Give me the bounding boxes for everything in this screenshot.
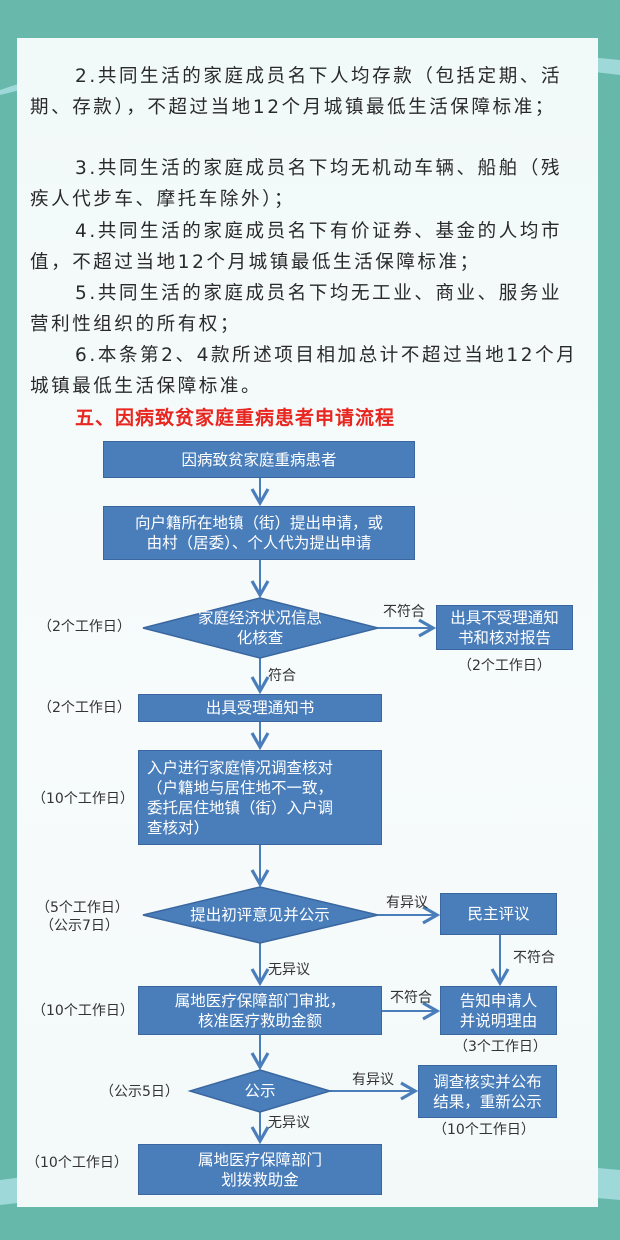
section-heading: 五、因病致贫家庭重病患者申请流程 (75, 407, 396, 429)
branch-label: 不符合 (513, 950, 555, 966)
step-survey: 入户进行家庭情况调查核对 （户籍地与居住地不一致， 委托居住地镇（街）入户调 查… (138, 750, 382, 845)
time-label: （10个工作日） (32, 1003, 134, 1019)
branch-label: 无异议 (268, 1115, 310, 1131)
branch-label: 有异议 (352, 1072, 394, 1088)
paragraph-3: 3.共同生活的家庭成员名下均无机动车辆、船舶（残疾人代步车、摩托车除外）； (30, 158, 563, 210)
time-label: （5个工作日） (36, 900, 129, 916)
paragraph-4: 4.共同生活的家庭成员名下有价证券、基金的人均市值，不超过当地12个月城镇最低生… (30, 221, 563, 273)
time-label: （3个工作日） (454, 1039, 547, 1055)
branch-label: 无异议 (268, 962, 310, 978)
step-democratic: 民主评议 (440, 893, 557, 935)
decision-check (142, 597, 379, 659)
time-label: （2个工作日） (38, 700, 131, 716)
decision-public2 (187, 1069, 333, 1113)
paragraph-2: 2.共同生活的家庭成员名下人均存款（包括定期、活期、存款），不超过当地12个月城… (30, 66, 563, 118)
time-label: （公示7日） (40, 918, 119, 934)
branch-label: 不符合 (390, 990, 432, 1006)
time-label: （10个工作日） (433, 1122, 535, 1138)
time-label: （2个工作日） (38, 619, 131, 635)
paragraph-6: 6.本条第2、4款所述项目相加总计不超过当地12个月城镇最低生活保障标准。 (30, 345, 578, 397)
time-label: （10个工作日） (26, 1155, 128, 1171)
check-text: 家庭经济状况信息 化核查 (197, 609, 322, 647)
public2-text: 公示 (244, 1082, 276, 1100)
step-allocate: 属地医疗保障部门 划拨救助金 (138, 1144, 382, 1195)
branch-label: 有异议 (386, 895, 428, 911)
publicize-text: 提出初评意见并公示 (190, 906, 330, 924)
time-label: （公示5日） (100, 1084, 179, 1100)
time-label: （2个工作日） (458, 658, 551, 674)
step-approve: 属地医疗保障部门审批， 核准医疗救助金额 (138, 986, 382, 1035)
step-patient: 因病致贫家庭重病患者 (103, 441, 415, 478)
step-reject-notice: 出具不受理通知 书和核对报告 (436, 605, 573, 650)
step-recheck: 调查核实并公布 结果，重新公示 (418, 1065, 557, 1118)
paragraph-5: 5.共同生活的家庭成员名下均无工业、商业、服务业营利性组织的所有权； (30, 283, 563, 335)
step-notify: 告知申请人 并说明理由 (440, 986, 557, 1035)
branch-label: 符合 (268, 668, 296, 684)
time-label: （10个工作日） (32, 791, 134, 807)
branch-label: 不符合 (383, 604, 425, 620)
step-accept: 出具受理通知书 (138, 694, 382, 722)
decision-publicize (142, 886, 379, 944)
step-apply: 向户籍所在地镇（街）提出申请，或 由村（居委）、个人代为提出申请 (103, 506, 415, 560)
